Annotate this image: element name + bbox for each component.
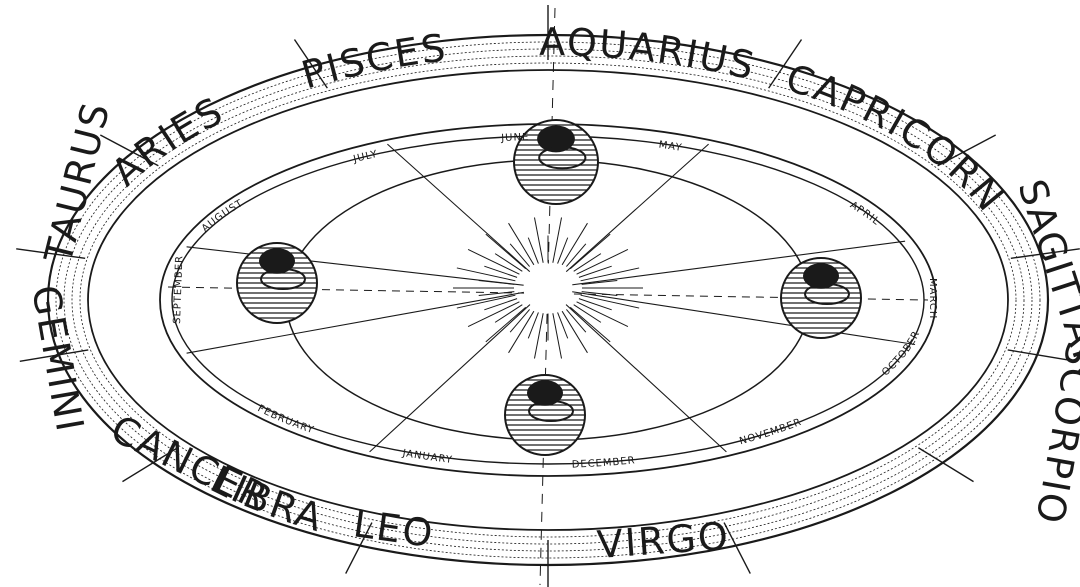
sun-ray	[579, 266, 612, 277]
sun-ray	[528, 312, 538, 338]
sun-ray	[577, 302, 628, 327]
zodiac-label-aries: ARIES	[103, 88, 231, 194]
zodiac-label-capricorn: CAPRICORN	[781, 56, 1013, 221]
zodiac-label-scorpio: SCORPIO	[1027, 338, 1080, 528]
month-label-june: JUNE	[500, 132, 530, 144]
month-label-april: APRIL	[848, 200, 882, 228]
earth-globe-icon	[505, 375, 585, 455]
zodiac-label-cancer: CANCER	[104, 407, 276, 521]
zodiac-label-virgo: VIRGO	[596, 514, 732, 567]
zodiac-label-leo: LEO	[351, 501, 437, 556]
sun-ray	[570, 234, 610, 269]
sun-ray	[562, 223, 587, 265]
sun-ray	[484, 266, 517, 277]
sun-ray	[479, 281, 515, 285]
month-label-july: JULY	[351, 149, 379, 166]
earth-globe-icon	[237, 243, 317, 323]
sun-ray	[570, 307, 610, 342]
sun-ray	[562, 311, 587, 353]
sun-ray	[581, 268, 640, 281]
sun-ray	[558, 312, 568, 338]
sun-ray	[528, 238, 538, 264]
month-label-october: OCTOBER	[880, 329, 922, 379]
sun-ray	[468, 302, 519, 327]
zodiac-label-taurus: TAURUS	[36, 97, 119, 268]
month-label-january: JANUARY	[401, 448, 454, 466]
earth-globe-icon	[781, 258, 861, 338]
month-label-march: MARCH	[927, 278, 938, 319]
month-label-may: MAY	[658, 140, 683, 154]
sun	[524, 264, 572, 312]
sun-ray	[558, 238, 568, 264]
zodiac-label-aquarius: AQUARIUS	[539, 20, 760, 89]
sun-ray	[509, 311, 534, 353]
month-label-september: SEPTEMBER	[172, 255, 185, 324]
sun-ray	[579, 299, 612, 310]
sun-ray	[484, 299, 517, 310]
sun-ray	[577, 249, 628, 274]
sun-ray	[486, 234, 526, 269]
sun-ray	[457, 295, 516, 308]
sun-ray	[486, 307, 526, 342]
month-label-december: DECEMBER	[572, 455, 637, 470]
sun-ray	[509, 223, 534, 265]
sun-ray	[468, 249, 519, 274]
month-label-november: NOVEMBER	[738, 417, 803, 448]
